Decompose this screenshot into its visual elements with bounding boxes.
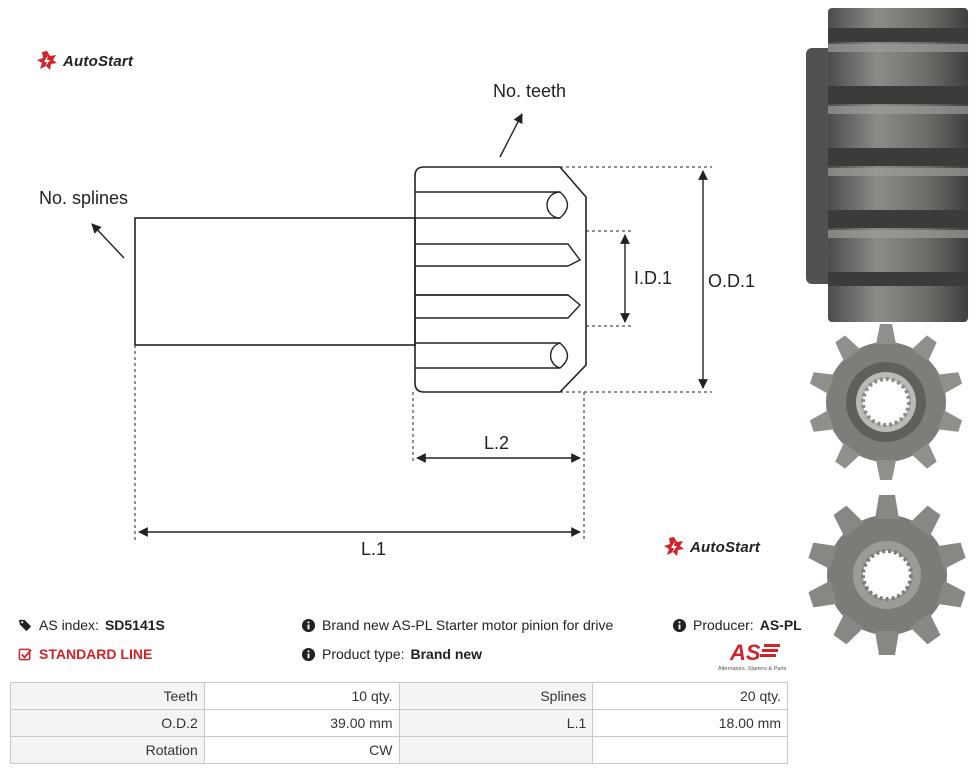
info-icon (301, 618, 316, 632)
spec-value: 10 qty. (203, 682, 400, 710)
product-type-value: Brand new (410, 646, 483, 662)
label-id1: I.D.1 (634, 268, 672, 288)
spec-value: CW (203, 736, 400, 764)
autostart-logo-text: AutoStart (63, 52, 134, 70)
spec-value: 18.00 mm (592, 709, 788, 737)
as-index-value: SD5141S (104, 617, 165, 633)
autostart-logo-icon (37, 51, 57, 70)
label-no-teeth: No. teeth (493, 81, 566, 101)
product-type-label: Product type: (322, 646, 405, 662)
producer-label: Producer: (693, 617, 754, 633)
producer-value: AS-PL (759, 617, 802, 633)
dimension-arrows (91, 113, 708, 537)
label-l2: L.2 (484, 433, 509, 453)
label-l1: L.1 (361, 539, 386, 559)
label-od1: O.D.1 (708, 271, 755, 291)
spec-value (592, 736, 788, 764)
shaft-outline (134, 217, 416, 346)
producer: Producer: AS-PL (672, 617, 802, 633)
table-row: Rotation CW (10, 736, 788, 764)
autostart-logo-text: AutoStart (690, 538, 761, 556)
checkbox-checked-icon (18, 648, 32, 660)
technical-drawing: No. teeth No. splines I.D.1 O.D.1 L.2 L.… (39, 81, 755, 559)
table-row: Teeth 10 qty. Splines 20 qty. (10, 682, 788, 710)
tags-icon (18, 619, 32, 631)
autostart-logo-bottom: AutoStart (663, 536, 760, 558)
gear-teeth-lines (415, 191, 582, 369)
product-type: Product type: Brand new (301, 646, 482, 662)
autostart-logo-icon (664, 537, 684, 556)
product-line: STANDARD LINE (18, 646, 152, 662)
label-no-splines: No. splines (39, 188, 128, 208)
extension-lines (134, 166, 712, 540)
product-line-text: STANDARD LINE (39, 646, 153, 662)
as-pl-logo: AS Alternators, Starters & Parts (718, 640, 787, 672)
autostart-logo: AutoStart (36, 50, 133, 72)
info-icon (301, 647, 316, 661)
as-index: AS index: SD5141S (18, 617, 165, 633)
gear-outline (414, 166, 587, 393)
product-photo-front-flat (808, 495, 966, 655)
spec-value: 20 qty. (592, 682, 788, 710)
spec-label: Splines (398, 682, 594, 710)
spec-label: Rotation (10, 736, 205, 764)
info-icon (672, 618, 687, 632)
as-pl-tagline: Alternators, Starters & Parts (718, 666, 787, 672)
table-row: O.D.2 39.00 mm L.1 18.00 mm (10, 709, 788, 737)
product-photo-front-tapered (809, 324, 963, 480)
as-index-label: AS index: (39, 617, 99, 633)
spec-label (398, 736, 594, 764)
svg-text:AS: AS (729, 640, 761, 665)
product-description: Brand new AS-PL Starter motor pinion for… (301, 617, 613, 633)
product-description-text: Brand new AS-PL Starter motor pinion for… (322, 617, 614, 633)
spec-label: O.D.2 (10, 709, 205, 737)
spec-value: 39.00 mm (203, 709, 400, 737)
product-photo-side (806, 8, 968, 322)
spec-label: Teeth (10, 682, 205, 710)
spec-label: L.1 (398, 709, 594, 737)
spec-table: Teeth 10 qty. Splines 20 qty. O.D.2 39.0… (10, 682, 788, 764)
